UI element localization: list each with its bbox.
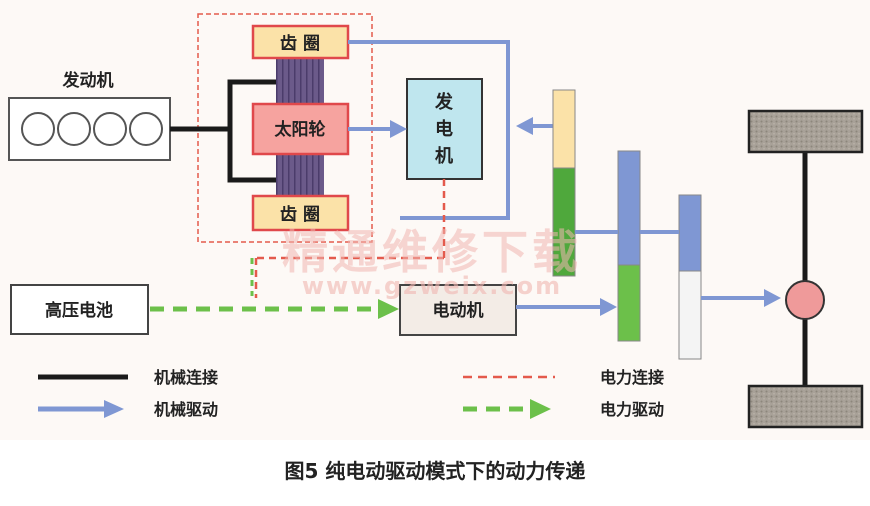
wheel-front [747,109,864,154]
generator-label-char: 机 [435,146,453,167]
ring-gear-drive-path [348,40,510,220]
sun-gear-label: 太阳轮 [275,119,326,140]
wheel-rear [747,384,864,429]
battery-label: 高压电池 [45,300,113,321]
watermark-title: 精通维修下载 [282,225,582,279]
engine-cylinder [129,112,163,146]
legend-electrical-connection-label: 电力连接 [600,368,664,387]
generator-label-char: 发 [434,91,454,113]
ring-gear-top-label: 齿 圈 [280,33,320,54]
engine-label: 发动机 [62,70,114,91]
engine [8,97,171,161]
figure-caption: 图5 纯电动驱动模式下的动力传递 [285,459,586,483]
watermark-url: www.gzweix.com [302,272,562,300]
arrow-head [600,298,617,316]
engine-mechanical-link [170,79,276,183]
arrow-head [390,120,407,138]
legend-mechanical-connection-label: 机械连接 [154,368,218,387]
legend-mechanical-drive-label: 机械驱动 [154,400,218,419]
engine-cylinder [57,112,91,146]
electric-motor: 电动机 [399,284,517,336]
generator-label-char: 电 [435,118,453,140]
arrow-head [378,299,399,319]
arrow-head [530,399,551,419]
legend-electrical-drive-label: 电力驱动 [600,400,664,419]
motor-label: 电动机 [433,300,484,321]
counter-gear-large [552,89,576,277]
arrow-head [764,289,781,307]
arrow-head [516,117,533,135]
legend: 机械连接 机械驱动 电力连接 电力驱动 [38,368,664,419]
differential-hub [785,280,825,320]
engine-cylinder [93,112,127,146]
sun-gear: 太阳轮 [251,102,350,156]
ring-gear-top: 齿 圈 [251,24,350,60]
arrow-head [104,400,124,418]
ring-gear-bottom-label: 齿 圈 [280,204,320,225]
electrical-connection-lines [254,179,446,298]
high-voltage-battery: 高压电池 [10,284,149,335]
final-drive-gear [678,194,702,360]
ring-gear-bottom: 齿 圈 [251,194,350,232]
generator: 发 电 机 [406,78,483,180]
counter-gear-middle [617,150,641,342]
engine-cylinder [21,112,55,146]
